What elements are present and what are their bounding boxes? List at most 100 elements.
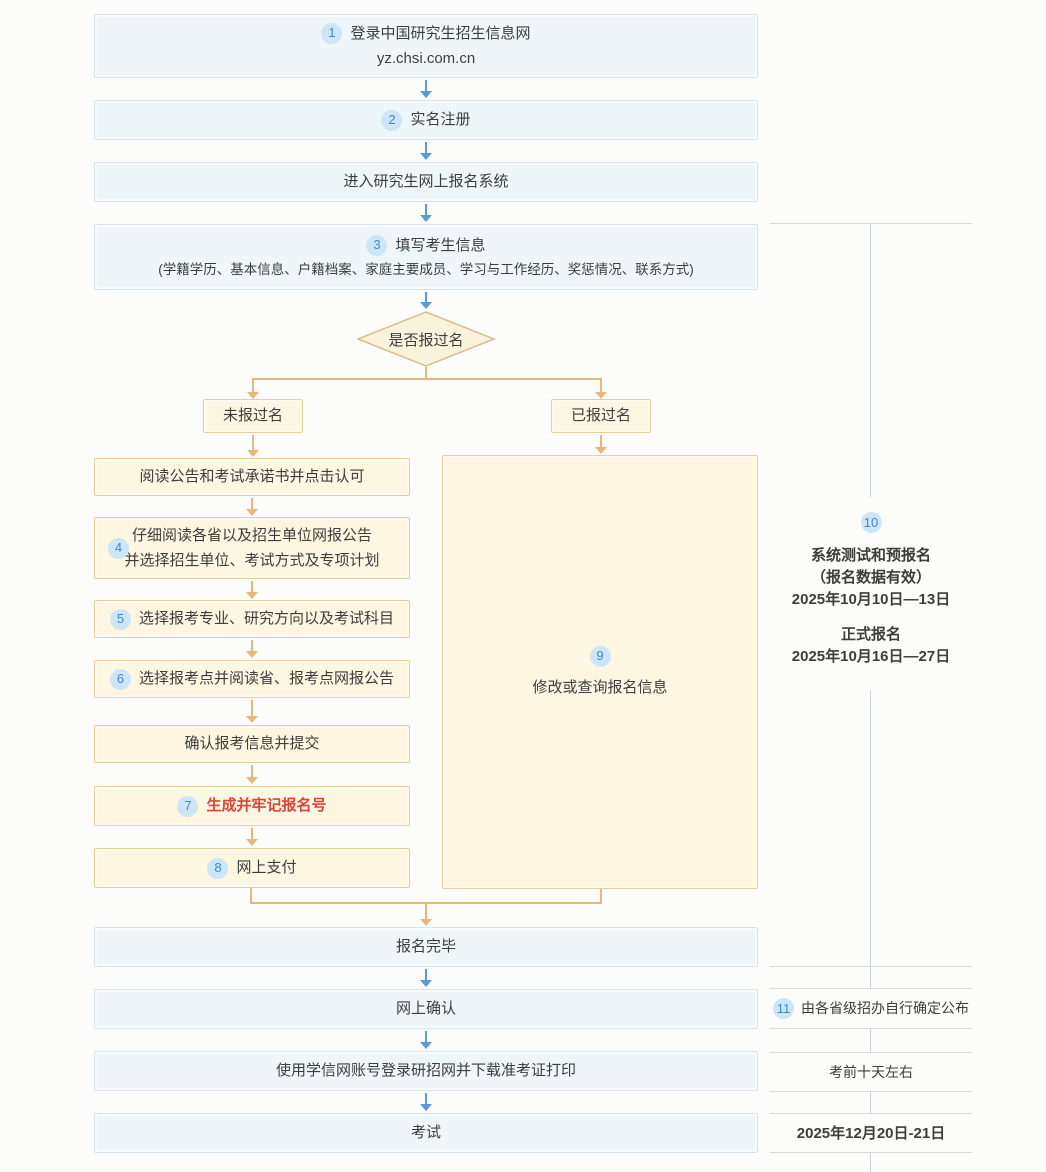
step4-line2: 并选择招生单位、考试方式及专项计划 bbox=[124, 551, 380, 569]
flow-arrow bbox=[420, 80, 432, 98]
step1-badge: 1 bbox=[321, 23, 343, 45]
flow-arrow bbox=[595, 380, 607, 399]
read-notice-box: 阅读公告和考试承诺书并点击认可 bbox=[94, 458, 410, 496]
before-exam-row: 考前十天左右 bbox=[770, 1052, 972, 1091]
step6-label: 选择报考点并阅读省、报考点网报公告 bbox=[138, 670, 394, 688]
connector-line bbox=[250, 888, 252, 904]
note11-row: 11 由各省级招办自行确定公布 bbox=[770, 988, 972, 1028]
confirm-submit-box: 确认报考信息并提交 bbox=[94, 725, 410, 763]
flow-arrow bbox=[246, 581, 258, 599]
timeline-line bbox=[870, 1153, 871, 1172]
before-exam-label: 考前十天左右 bbox=[829, 1063, 913, 1080]
diamond-shape bbox=[356, 311, 496, 367]
divider-line bbox=[770, 1152, 972, 1153]
section10-phase2-title: 正式报名 bbox=[840, 626, 901, 643]
flow-arrow bbox=[246, 498, 258, 516]
step3-label: 填写考生信息 bbox=[395, 236, 486, 254]
divider-line bbox=[770, 1113, 972, 1114]
decision-label: 是否报过名 bbox=[388, 331, 464, 349]
note11-label: 由各省级招办自行确定公布 bbox=[801, 1000, 969, 1016]
step1-url: yz.chsi.com.cn bbox=[376, 49, 476, 67]
flow-arrow bbox=[420, 292, 432, 309]
connector-line bbox=[250, 902, 602, 904]
step3-detail: (学籍学历、基本信息、户籍档案、家庭主要成员、学习与工作经历、奖惩情况、联系方式… bbox=[158, 261, 694, 277]
connector-line bbox=[600, 889, 602, 904]
step7-badge: 7 bbox=[177, 795, 199, 817]
flow-arrow bbox=[420, 904, 432, 926]
download-print-label: 使用学信网账号登录研招网并下载准考证打印 bbox=[275, 1062, 576, 1080]
step4-line1: 仔细阅读各省以及招生单位网报公告 bbox=[131, 526, 372, 544]
step4-badge: 4 bbox=[108, 538, 129, 559]
branch-yes-label: 已报过名 bbox=[570, 407, 631, 425]
divider-line bbox=[770, 1028, 972, 1029]
flow-arrow bbox=[420, 1093, 432, 1111]
step8-box: 8 网上支付 bbox=[94, 848, 410, 888]
step8-badge: 8 bbox=[207, 857, 229, 879]
note11-badge: 11 bbox=[773, 997, 794, 1019]
read-notice-label: 阅读公告和考试承诺书并点击认可 bbox=[139, 468, 365, 486]
step6-box: 6 选择报考点并阅读省、报考点网报公告 bbox=[94, 660, 410, 698]
section10-phase1-title: 系统测试和预报名 bbox=[810, 547, 931, 564]
finish-box: 报名完毕 bbox=[94, 927, 758, 967]
exam-date-label: 2025年12月20日-21日 bbox=[796, 1125, 946, 1142]
section10-phase2-date: 2025年10月16日—27日 bbox=[791, 648, 951, 665]
flow-arrow bbox=[246, 640, 258, 658]
flow-arrow bbox=[420, 142, 432, 160]
decision-diamond: 是否报过名 bbox=[356, 310, 496, 368]
flow-arrow bbox=[595, 435, 607, 454]
divider-line bbox=[770, 1052, 972, 1053]
flow-arrow bbox=[420, 204, 432, 222]
step7-label: 生成并牢记报名号 bbox=[206, 797, 327, 815]
flow-arrow bbox=[247, 435, 259, 457]
exam-label: 考试 bbox=[410, 1124, 441, 1142]
flow-arrow bbox=[246, 700, 258, 723]
flow-arrow bbox=[420, 969, 432, 987]
branch-no-label: 未报过名 bbox=[222, 407, 283, 425]
divider-line bbox=[770, 223, 972, 224]
step5-badge: 5 bbox=[109, 608, 131, 630]
enter-system-label: 进入研究生网上报名系统 bbox=[343, 173, 509, 191]
flow-arrow bbox=[247, 380, 259, 399]
divider-line bbox=[770, 988, 972, 989]
step5-label: 选择报考专业、研究方向以及考试科目 bbox=[138, 610, 394, 628]
step9-box: 9 修改或查询报名信息 bbox=[442, 455, 758, 889]
online-confirm-label: 网上确认 bbox=[395, 1000, 456, 1018]
section10-phase1-note: （报名数据有效） bbox=[810, 569, 931, 586]
step4-box: 4 仔细阅读各省以及招生单位网报公告 并选择招生单位、考试方式及专项计划 bbox=[94, 517, 410, 579]
step1-box: 1 登录中国研究生招生信息网 yz.chsi.com.cn bbox=[94, 14, 758, 78]
branch-yes-box: 已报过名 bbox=[551, 399, 651, 433]
timeline-line bbox=[870, 690, 871, 988]
section10-block: 10 系统测试和预报名 （报名数据有效） 2025年10月10日—13日 正式报… bbox=[771, 512, 971, 668]
connector-line bbox=[252, 378, 602, 380]
step9-label: 修改或查询报名信息 bbox=[532, 678, 668, 696]
branch-no-box: 未报过名 bbox=[203, 399, 303, 433]
finish-label: 报名完毕 bbox=[395, 938, 456, 956]
flow-arrow bbox=[246, 765, 258, 784]
divider-line bbox=[770, 1091, 972, 1092]
timeline-line bbox=[870, 1092, 871, 1113]
step5-box: 5 选择报考专业、研究方向以及考试科目 bbox=[94, 600, 410, 638]
step3-box: 3 填写考生信息 (学籍学历、基本信息、户籍档案、家庭主要成员、学习与工作经历、… bbox=[94, 224, 758, 290]
step8-label: 网上支付 bbox=[236, 859, 297, 877]
step2-badge: 2 bbox=[381, 109, 403, 131]
enter-system-box: 进入研究生网上报名系统 bbox=[94, 162, 758, 202]
exam-date-row: 2025年12月20日-21日 bbox=[770, 1113, 972, 1152]
divider-line bbox=[770, 966, 972, 967]
timeline-line bbox=[870, 224, 871, 497]
step1-label: 登录中国研究生招生信息网 bbox=[350, 24, 531, 42]
step7-box: 7 生成并牢记报名号 bbox=[94, 786, 410, 826]
connector-line bbox=[425, 367, 427, 379]
flow-arrow bbox=[420, 1031, 432, 1049]
step3-badge: 3 bbox=[366, 235, 388, 257]
step6-badge: 6 bbox=[109, 668, 131, 690]
online-confirm-box: 网上确认 bbox=[94, 989, 758, 1029]
exam-box: 考试 bbox=[94, 1113, 758, 1153]
section10-phase1-date: 2025年10月10日—13日 bbox=[791, 591, 951, 608]
timeline-line bbox=[870, 1029, 871, 1052]
confirm-submit-label: 确认报考信息并提交 bbox=[184, 735, 320, 753]
step2-box: 2 实名注册 bbox=[94, 100, 758, 140]
step2-label: 实名注册 bbox=[410, 111, 471, 129]
download-print-box: 使用学信网账号登录研招网并下载准考证打印 bbox=[94, 1051, 758, 1091]
section10-badge: 10 bbox=[860, 512, 882, 533]
